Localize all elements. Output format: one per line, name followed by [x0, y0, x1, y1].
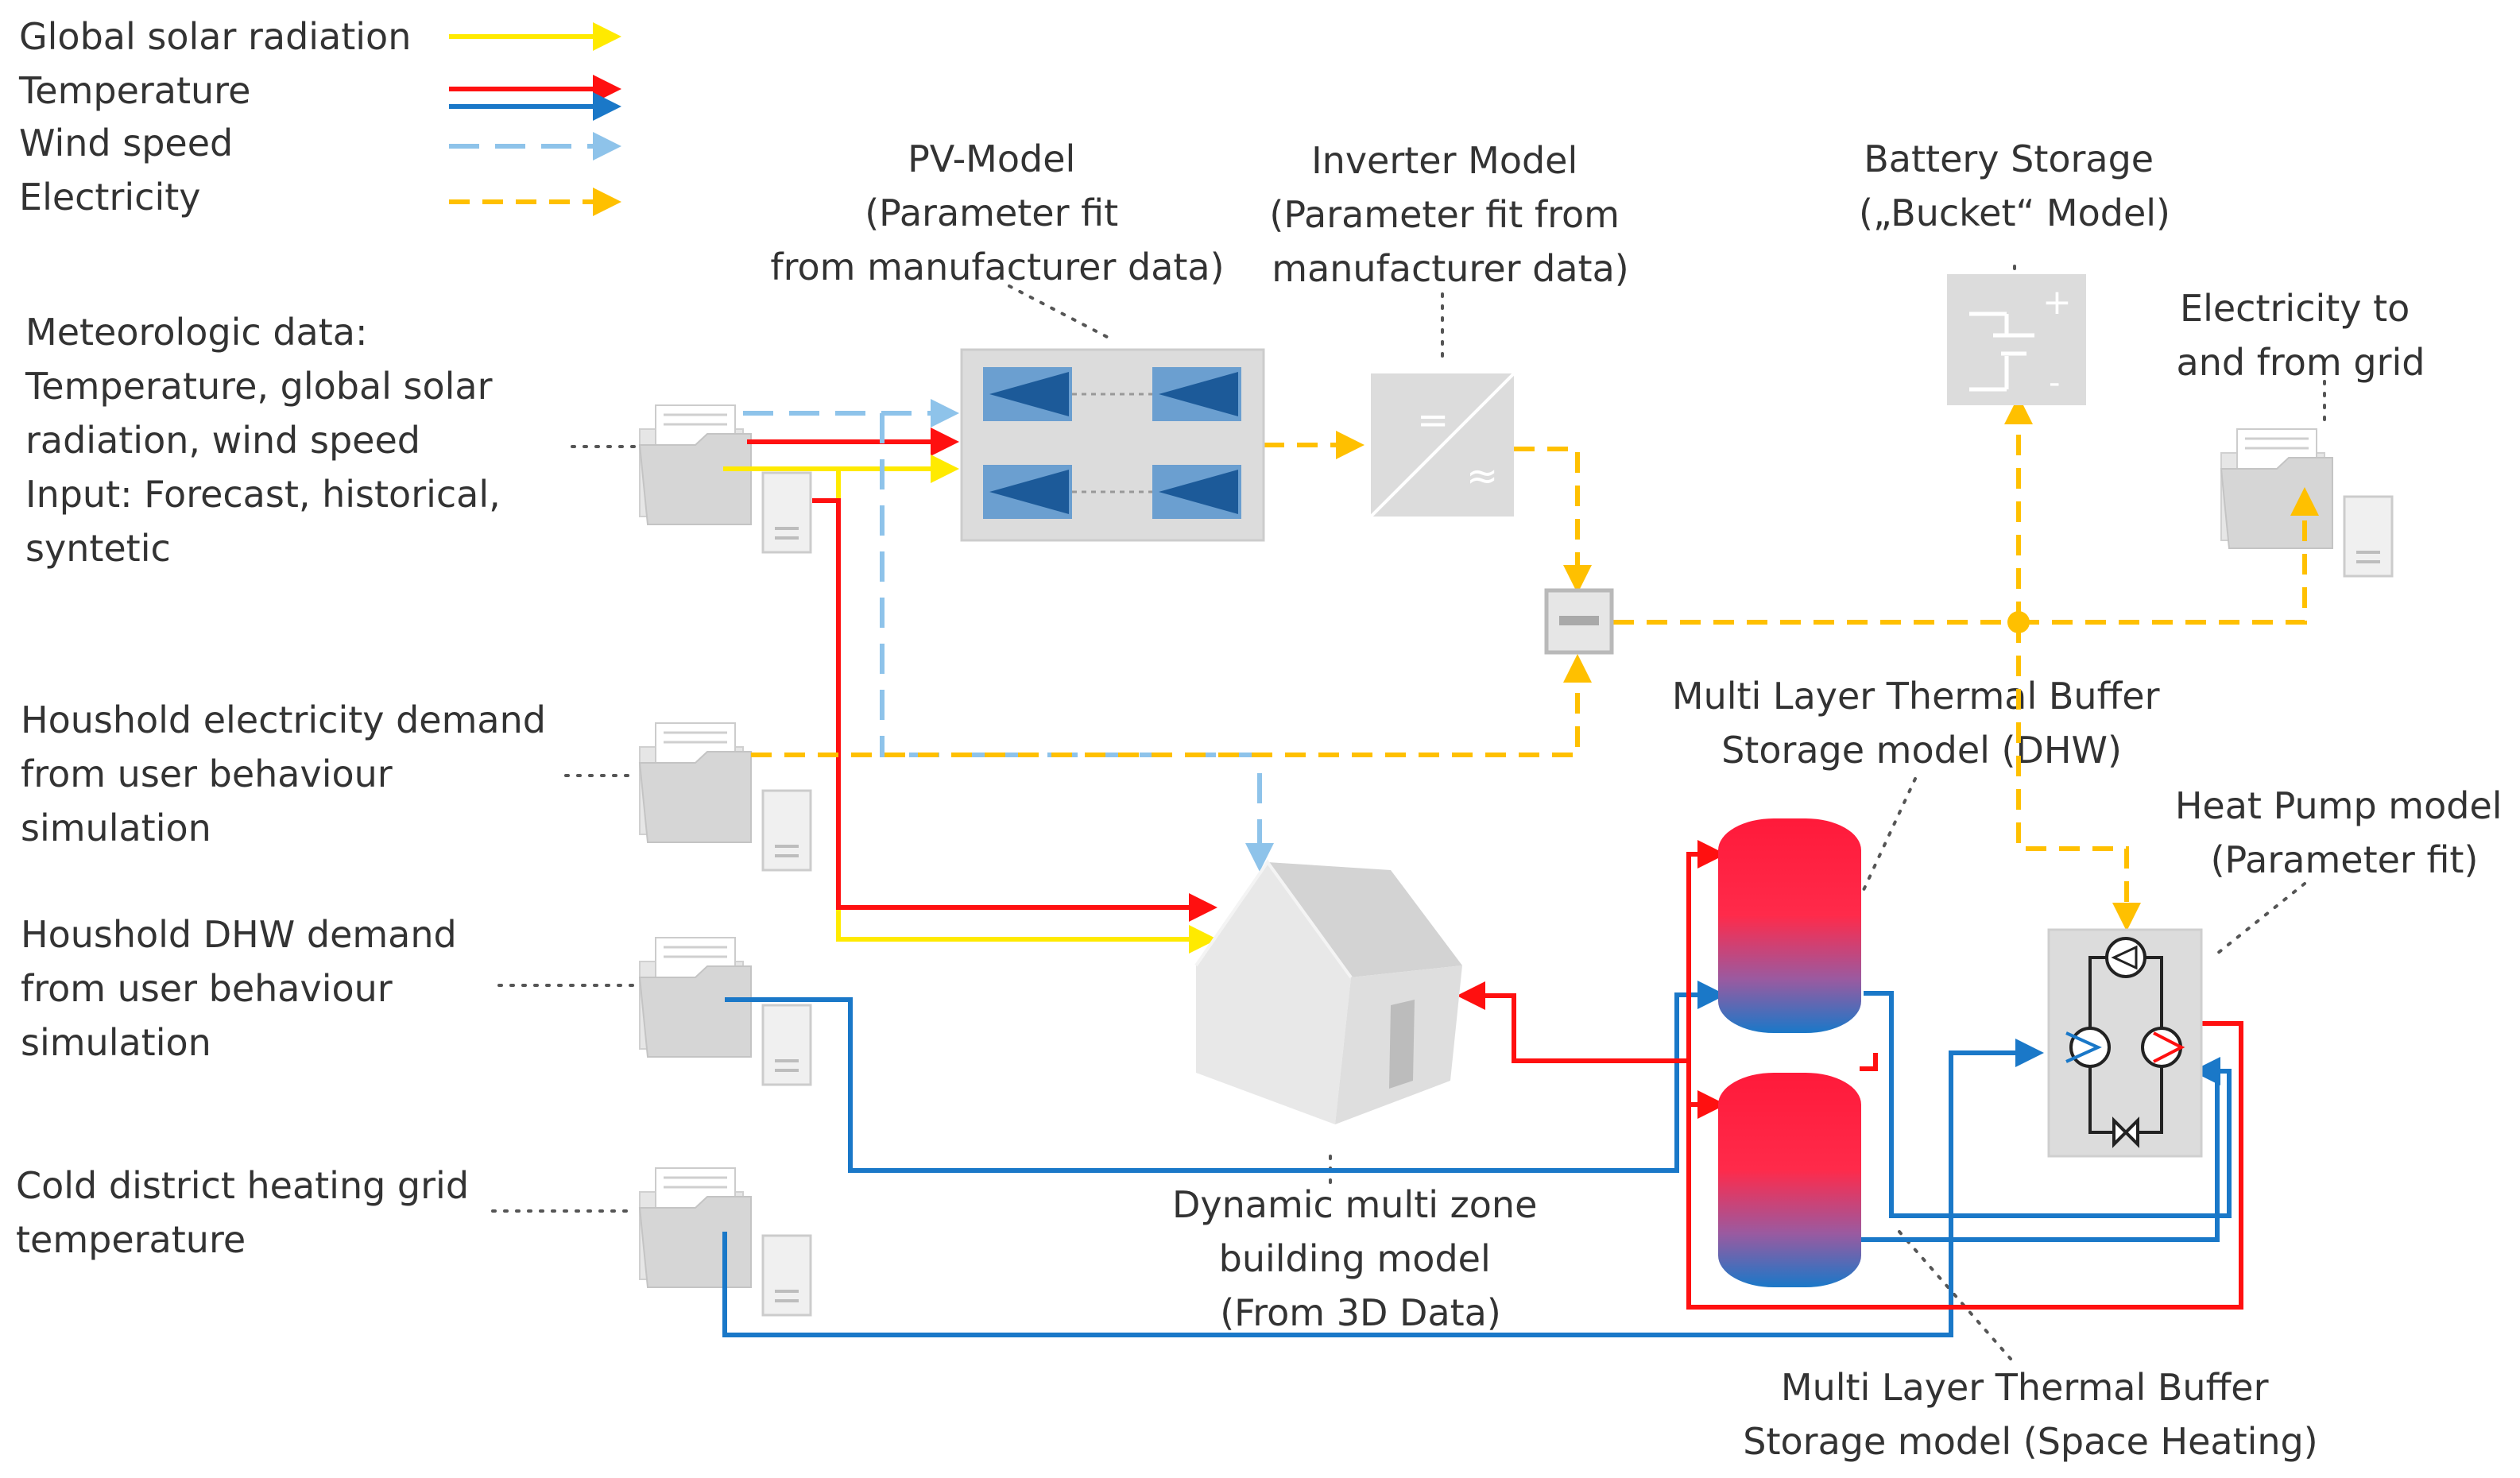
sh-storage-top-line: [1860, 1053, 1878, 1071]
node-to-grid-arrow: [2019, 487, 2319, 625]
storage-to-heat-pump-line: [1864, 991, 2232, 1218]
sh-storage-tank-icon: [1718, 1073, 1861, 1287]
legend-wind-label: Wind speed: [19, 122, 233, 164]
sh-storage-inlet-arrow: [1686, 1061, 1726, 1119]
sh-storage-bottom-line: [1860, 1081, 2220, 1242]
svg-text:=: =: [1417, 398, 1449, 443]
cold-grid-line: [722, 1039, 2044, 1337]
meteo-data-source-icon: [638, 404, 812, 554]
dhw-storage-to-building-line: [1457, 852, 1709, 1063]
house-icon: [1194, 859, 1462, 1124]
heat-pump-icon: [2047, 928, 2203, 1158]
legend-solar-label: Global solar radiation: [19, 15, 411, 58]
meter-icon: [1544, 588, 1614, 655]
node-to-heat-pump-arrow: [2016, 622, 2141, 931]
elec-demand-input-text: Houshold electricity demand from user be…: [21, 698, 558, 849]
dhw-demand-source-icon: [638, 936, 812, 1086]
elec-demand-source-icon: [638, 722, 812, 872]
electricity-junction: [2007, 611, 2030, 633]
inverter-icon: = ≈: [1369, 372, 1515, 518]
heat-pump-return-line: [1686, 1021, 2243, 1310]
svg-text:-: -: [2049, 365, 2060, 401]
dhw-storage-tank-icon: [1718, 818, 1861, 1033]
dhw-demand-line: [725, 981, 1726, 1173]
legend-temperature-label: Temperature: [18, 69, 250, 112]
building-model-label: Dynamic multi zone building model (From …: [1172, 1183, 1549, 1334]
cold-grid-input-text: Cold district heating grid temperature: [16, 1164, 481, 1261]
sh-storage-label: Multi Layer Thermal Buffer Storage model…: [1743, 1366, 2317, 1463]
inverter-model-label: Inverter Model (Parameter fit from manuf…: [1269, 139, 1631, 290]
temperature-to-building-arrow: [812, 498, 1217, 922]
meteo-input-text: Meteorologic data: Temperature, global s…: [25, 311, 512, 570]
pv-model-label: PV-Model (Parameter fit from manufacture…: [770, 137, 1224, 288]
inverter-to-meter-arrow: [1514, 447, 1592, 594]
legend-electricity-label: Electricity: [19, 176, 201, 219]
dhw-demand-input-text: Houshold DHW demand from user behaviour …: [21, 913, 468, 1064]
svg-text:≈: ≈: [1466, 454, 1498, 498]
grid-label: Electricity to and from grid: [2177, 287, 2425, 384]
household-demand-to-meter-arrow: [751, 654, 1592, 757]
legend: Global solar radiation Temperature Wind …: [18, 15, 621, 219]
pv-panel-icon: [960, 348, 1265, 542]
heat-pump-label: Heat Pump model (Parameter fit): [2175, 784, 2514, 881]
svg-text:+: +: [2042, 282, 2072, 323]
battery-model-label: Battery Storage („Bucket“ Model): [1859, 137, 2170, 234]
battery-icon: + -: [1947, 274, 2086, 405]
dhw-storage-label: Multi Layer Thermal Buffer Storage model…: [1672, 675, 2171, 772]
